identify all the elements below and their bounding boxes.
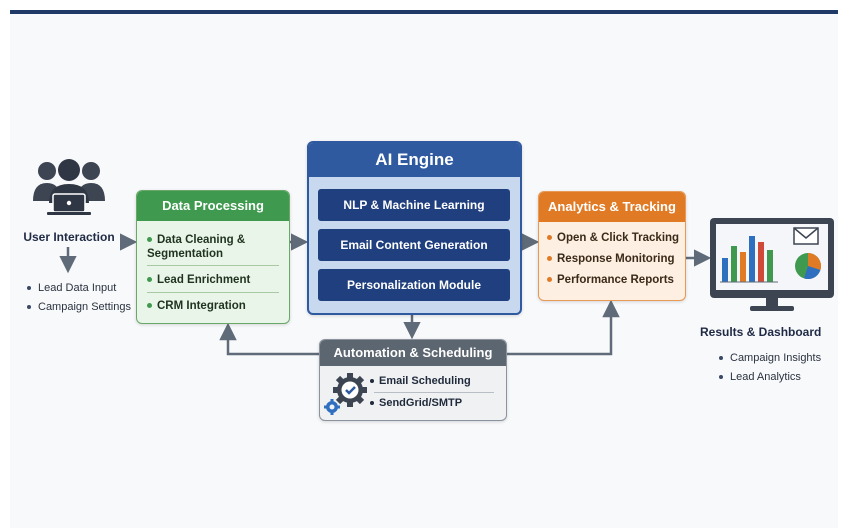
list-item: Performance Reports [547,274,674,286]
user-interaction-title: User Interaction [23,230,115,244]
automation-scheduling-title: Automation & Scheduling [320,340,506,366]
ai-module: Email Content Generation [318,229,510,261]
list-item: Open & Click Tracking [547,232,679,244]
results-list: Campaign Insights Lead Analytics [719,349,821,387]
loop-automation-to-analytics [505,299,620,356]
list-item: CRM Integration [147,299,281,313]
results-dashboard-title: Results & Dashboard [700,325,822,339]
user-interaction-list: Lead Data Input Campaign Settings [27,279,131,317]
pie-icon [795,252,822,280]
divider [147,265,279,266]
divider [147,292,279,293]
data-processing-box: Data Processing Data Cleaning & Segmenta… [136,190,290,324]
dashboard-monitor-icon [710,218,834,311]
header-bar [10,0,838,14]
list-item: Lead Analytics [719,368,821,387]
ai-engine-title: AI Engine [309,143,520,177]
automation-scheduling-box: Automation & Scheduling [319,339,507,421]
ai-engine-box: AI Engine NLP & Machine Learning Email C… [307,141,522,315]
ai-module: NLP & Machine Learning [318,189,510,221]
users-group-laptop-icon [33,159,105,215]
list-item: Lead Enrichment [147,273,281,287]
loop-automation-to-processing [219,322,319,356]
list-item: Campaign Settings [27,298,131,317]
data-processing-title: Data Processing [137,191,289,221]
gear-check-icon [324,373,367,415]
analytics-tracking-title: Analytics & Tracking [539,192,685,222]
list-item: SendGrid/SMTP [370,397,462,409]
list-item: Response Monitoring [547,253,675,265]
list-item: Campaign Insights [719,349,821,368]
list-item: Data Cleaning & Segmentation [147,234,246,260]
analytics-tracking-box: Analytics & Tracking Open & Click Tracki… [538,191,686,301]
list-item: Lead Data Input [27,279,131,298]
envelope-icon [793,227,819,245]
ai-module: Personalization Module [318,269,510,301]
divider [374,392,494,393]
list-item: Email Scheduling [370,375,471,387]
